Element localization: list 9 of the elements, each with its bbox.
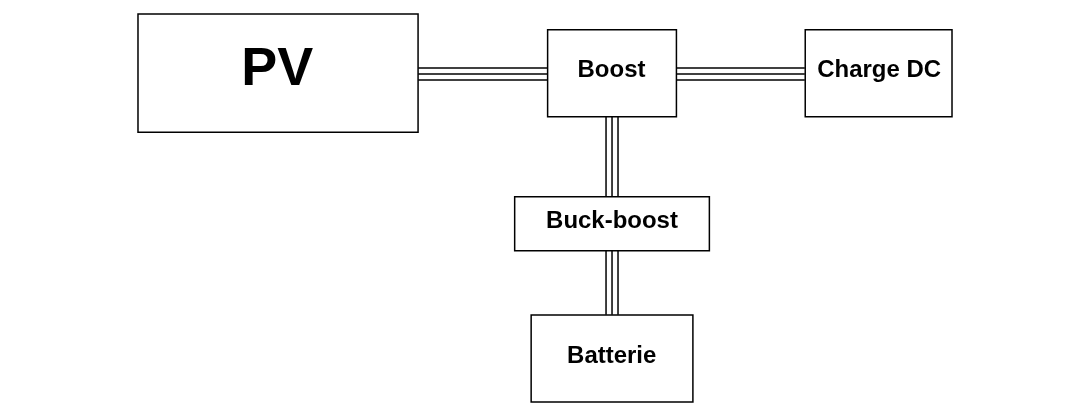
connector: [605, 250, 619, 316]
connector: [605, 116, 619, 198]
node-box: Buck-boost: [513, 196, 711, 252]
connector: [417, 67, 548, 81]
node-box: Boost: [546, 29, 678, 118]
node-box: Charge DC: [804, 29, 953, 118]
node-box: PV: [137, 13, 419, 134]
connector: [675, 67, 806, 81]
node-box: Batterie: [530, 314, 694, 403]
